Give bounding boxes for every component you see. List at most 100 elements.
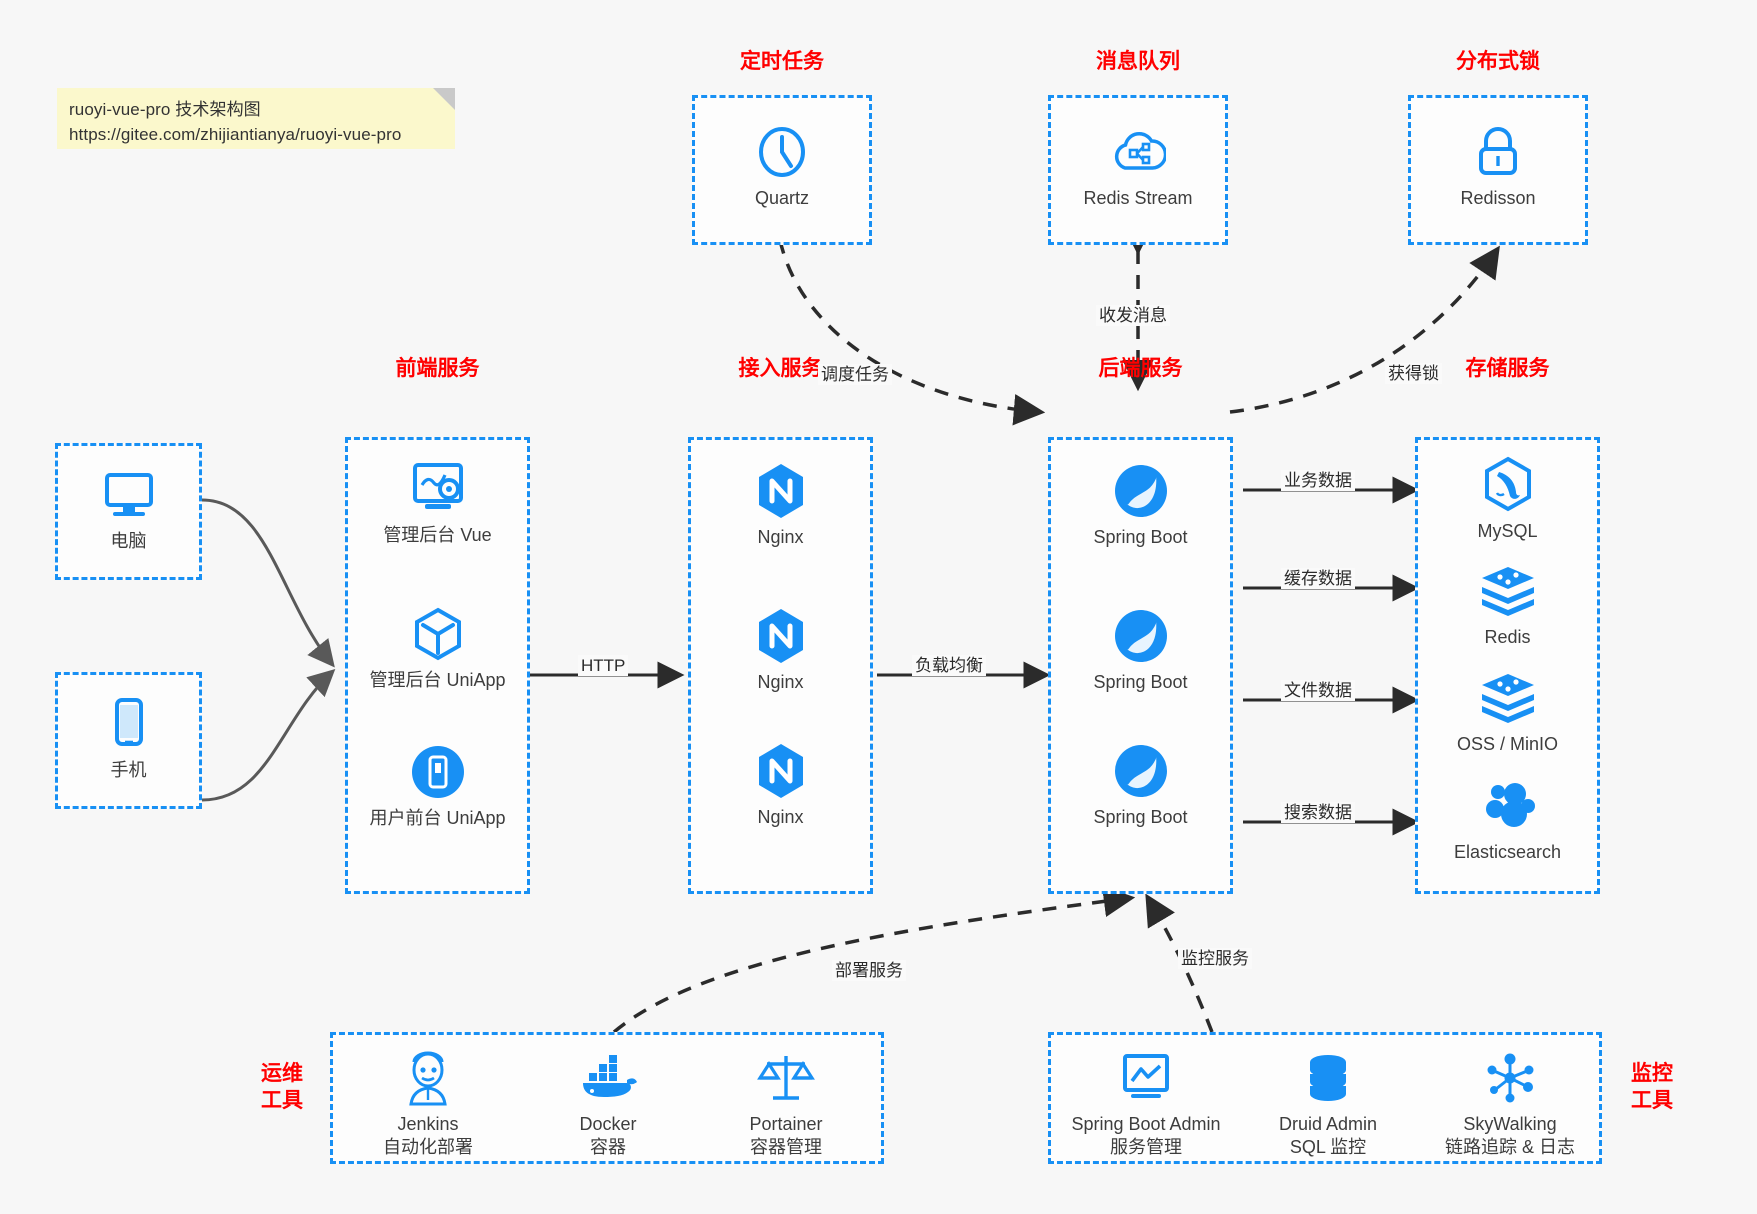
edge-label-acquire-lock: 获得锁 xyxy=(1385,363,1442,384)
node-druid-admin[interactable]: Druid Admin SQL 监控 xyxy=(1233,1049,1423,1159)
node-skywalking[interactable]: SkyWalking 链路追踪 & 日志 xyxy=(1415,1049,1605,1159)
node-quartz[interactable]: Quartz xyxy=(695,123,869,210)
group-title-monitoring-line1: 监控 xyxy=(1631,1062,1673,1085)
elasticsearch-cluster-icon xyxy=(1418,777,1597,835)
node-redis[interactable]: Redis xyxy=(1418,562,1597,649)
spring-leaf-icon xyxy=(1051,462,1230,520)
node-label: Redis Stream xyxy=(1083,188,1193,208)
group-title-frontend: 前端服务 xyxy=(395,357,480,380)
node-label: Nginx xyxy=(757,672,804,692)
group-title-mq: 消息队列 xyxy=(1096,50,1180,73)
group-title-monitoring: 监控 工具 xyxy=(1620,1060,1684,1114)
node-label: Redisson xyxy=(1460,188,1536,208)
edge-label-file-data: 文件数据 xyxy=(1281,680,1355,701)
node-portainer[interactable]: Portainer 容器管理 xyxy=(701,1049,871,1159)
node-admin-uniapp[interactable]: 管理后台 UniApp xyxy=(348,605,527,692)
note-fold-corner xyxy=(433,88,455,110)
node-admin-vue[interactable]: 管理后台 Vue xyxy=(348,460,527,547)
nginx-icon xyxy=(691,742,870,800)
node-label: Spring Boot Admin xyxy=(1071,1114,1221,1134)
mobile-app-icon xyxy=(348,743,527,801)
scales-icon xyxy=(701,1049,871,1107)
note-line-2: https://gitee.com/zhijiantianya/ruoyi-vu… xyxy=(69,125,402,144)
spring-leaf-icon xyxy=(1051,742,1230,800)
group-title-devops-line1: 运维 xyxy=(261,1062,303,1085)
group-title-devops-line2: 工具 xyxy=(261,1089,303,1112)
node-spring-boot-2[interactable]: Spring Boot xyxy=(1051,607,1230,694)
node-jenkins[interactable]: Jenkins 自动化部署 xyxy=(343,1049,513,1159)
node-sublabel: 链路追踪 & 日志 xyxy=(1444,1137,1575,1157)
group-title-lock: 分布式锁 xyxy=(1456,50,1540,73)
node-desktop[interactable]: 电脑 xyxy=(58,466,199,553)
node-label: 管理后台 UniApp xyxy=(369,670,506,690)
group-box-client-desktop: 电脑 xyxy=(55,443,202,580)
node-redis-stream[interactable]: Redis Stream xyxy=(1051,123,1225,210)
node-oss-minio[interactable]: OSS / MinIO xyxy=(1418,669,1597,756)
node-label: Portainer xyxy=(749,1114,823,1134)
node-label: 手机 xyxy=(110,760,147,780)
node-sublabel: SQL 监控 xyxy=(1289,1137,1367,1157)
nginx-icon xyxy=(691,462,870,520)
edge-label-schedule-task: 调度任务 xyxy=(818,364,892,385)
node-label: 管理后台 Vue xyxy=(383,525,492,545)
edge-label-send-receive: 收发消息 xyxy=(1096,305,1170,326)
spring-leaf-icon xyxy=(1051,607,1230,665)
node-docker[interactable]: Docker 容器 xyxy=(523,1049,693,1159)
group-box-devops: Jenkins 自动化部署 Docker 容器 xyxy=(330,1032,884,1164)
docker-whale-icon xyxy=(523,1049,693,1107)
node-label: Spring Boot xyxy=(1093,807,1188,827)
edge-label-business-data: 业务数据 xyxy=(1281,470,1355,491)
jenkins-butler-icon xyxy=(343,1049,513,1107)
clock-icon xyxy=(695,123,869,181)
edge-label-search-data: 搜索数据 xyxy=(1281,802,1355,823)
group-box-scheduler: Quartz xyxy=(692,95,872,245)
node-label: Quartz xyxy=(754,188,810,208)
edge-label-monitor-service: 监控服务 xyxy=(1178,948,1252,969)
node-nginx-1[interactable]: Nginx xyxy=(691,462,870,549)
cube-icon xyxy=(348,605,527,663)
group-box-gateway: Nginx Nginx Nginx xyxy=(688,437,873,894)
group-box-lock: Redisson xyxy=(1408,95,1588,245)
node-label: SkyWalking xyxy=(1463,1114,1557,1134)
node-spring-boot-admin[interactable]: Spring Boot Admin 服务管理 xyxy=(1051,1049,1241,1159)
node-label: Nginx xyxy=(757,807,804,827)
node-label: Jenkins xyxy=(397,1114,459,1134)
node-sublabel: 服务管理 xyxy=(1110,1137,1182,1157)
node-nginx-2[interactable]: Nginx xyxy=(691,607,870,694)
node-redisson[interactable]: Redisson xyxy=(1411,123,1585,210)
group-box-client-mobile: 手机 xyxy=(55,672,202,809)
group-title-monitoring-line2: 工具 xyxy=(1631,1089,1673,1112)
node-sublabel: 自动化部署 xyxy=(383,1137,473,1157)
node-label: Elasticsearch xyxy=(1453,842,1562,862)
nginx-icon xyxy=(691,607,870,665)
node-spring-boot-1[interactable]: Spring Boot xyxy=(1051,462,1230,549)
node-nginx-3[interactable]: Nginx xyxy=(691,742,870,829)
node-user-uniapp[interactable]: 用户前台 UniApp xyxy=(348,743,527,830)
edge-label-deploy-service: 部署服务 xyxy=(832,960,906,981)
node-label: Druid Admin xyxy=(1278,1114,1378,1134)
edge-label-load-balance: 负载均衡 xyxy=(912,655,986,676)
node-label: 用户前台 UniApp xyxy=(369,808,506,828)
dashboard-gear-icon xyxy=(348,460,527,518)
padlock-icon xyxy=(1411,123,1585,181)
node-elasticsearch[interactable]: Elasticsearch xyxy=(1418,777,1597,864)
node-label: Spring Boot xyxy=(1093,672,1188,692)
node-label: Nginx xyxy=(757,527,804,547)
desktop-monitor-icon xyxy=(58,466,199,524)
node-label: MySQL xyxy=(1477,521,1538,541)
node-label: Redis xyxy=(1484,627,1531,647)
node-mobile[interactable]: 手机 xyxy=(58,695,199,782)
node-spring-boot-3[interactable]: Spring Boot xyxy=(1051,742,1230,829)
node-label: OSS / MinIO xyxy=(1456,734,1559,754)
edge-label-cache-data: 缓存数据 xyxy=(1281,568,1355,589)
group-box-frontend: 管理后台 Vue 管理后台 UniApp 用户前台 UniApp xyxy=(345,437,530,894)
redis-stack-icon xyxy=(1418,669,1597,727)
diagram-note: ruoyi-vue-pro 技术架构图 https://gitee.com/zh… xyxy=(57,88,455,149)
group-box-mq: Redis Stream xyxy=(1048,95,1228,245)
group-title-scheduler: 定时任务 xyxy=(740,50,824,73)
group-title-backend: 后端服务 xyxy=(1098,357,1183,380)
node-mysql[interactable]: MySQL xyxy=(1418,456,1597,543)
monitor-chart-icon xyxy=(1051,1049,1241,1107)
database-cylinder-icon xyxy=(1233,1049,1423,1107)
